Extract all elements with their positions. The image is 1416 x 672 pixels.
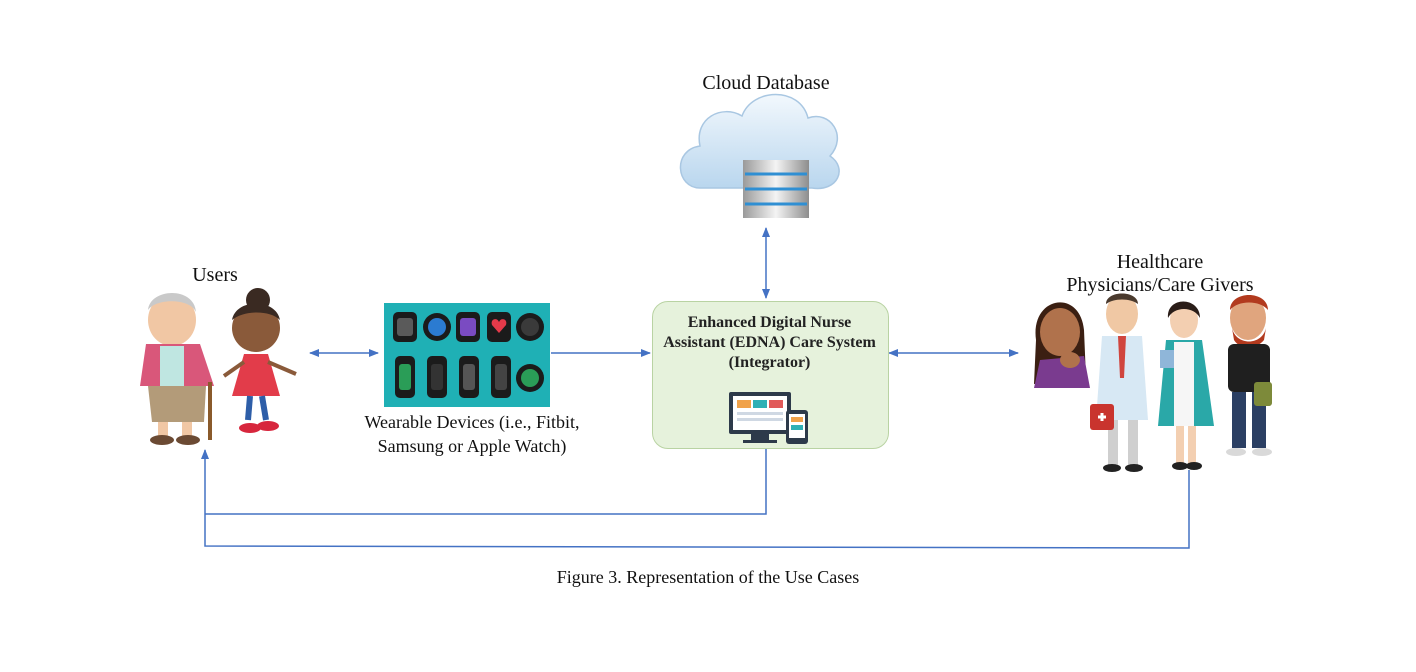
figure-caption: Figure 3. Representation of the Use Case… — [556, 567, 860, 587]
girl-icon — [222, 288, 297, 433]
edna-system-title: Enhanced Digital Nurse Assistant (EDNA) … — [663, 314, 876, 371]
healthcare-users-feedback-arrow — [201, 449, 1190, 549]
grandmother-icon — [140, 293, 214, 445]
wearable-devices-label: Wearable Devices (i.e., Fitbit, Samsung … — [364, 412, 580, 456]
edna-users-feedback-line — [205, 448, 767, 515]
caregiver-woman-icon — [1034, 302, 1090, 388]
healthcare-title-line2: Physicians/Care Givers — [1066, 274, 1254, 296]
users-title: Users — [192, 264, 238, 286]
healthcare-title-line1: Healthcare — [1116, 251, 1204, 273]
cloud-database-title: Cloud Database — [702, 72, 830, 94]
caregiver-man-icon — [1226, 295, 1272, 456]
nurse-icon — [1158, 301, 1214, 470]
doctor-icon — [1090, 293, 1148, 472]
